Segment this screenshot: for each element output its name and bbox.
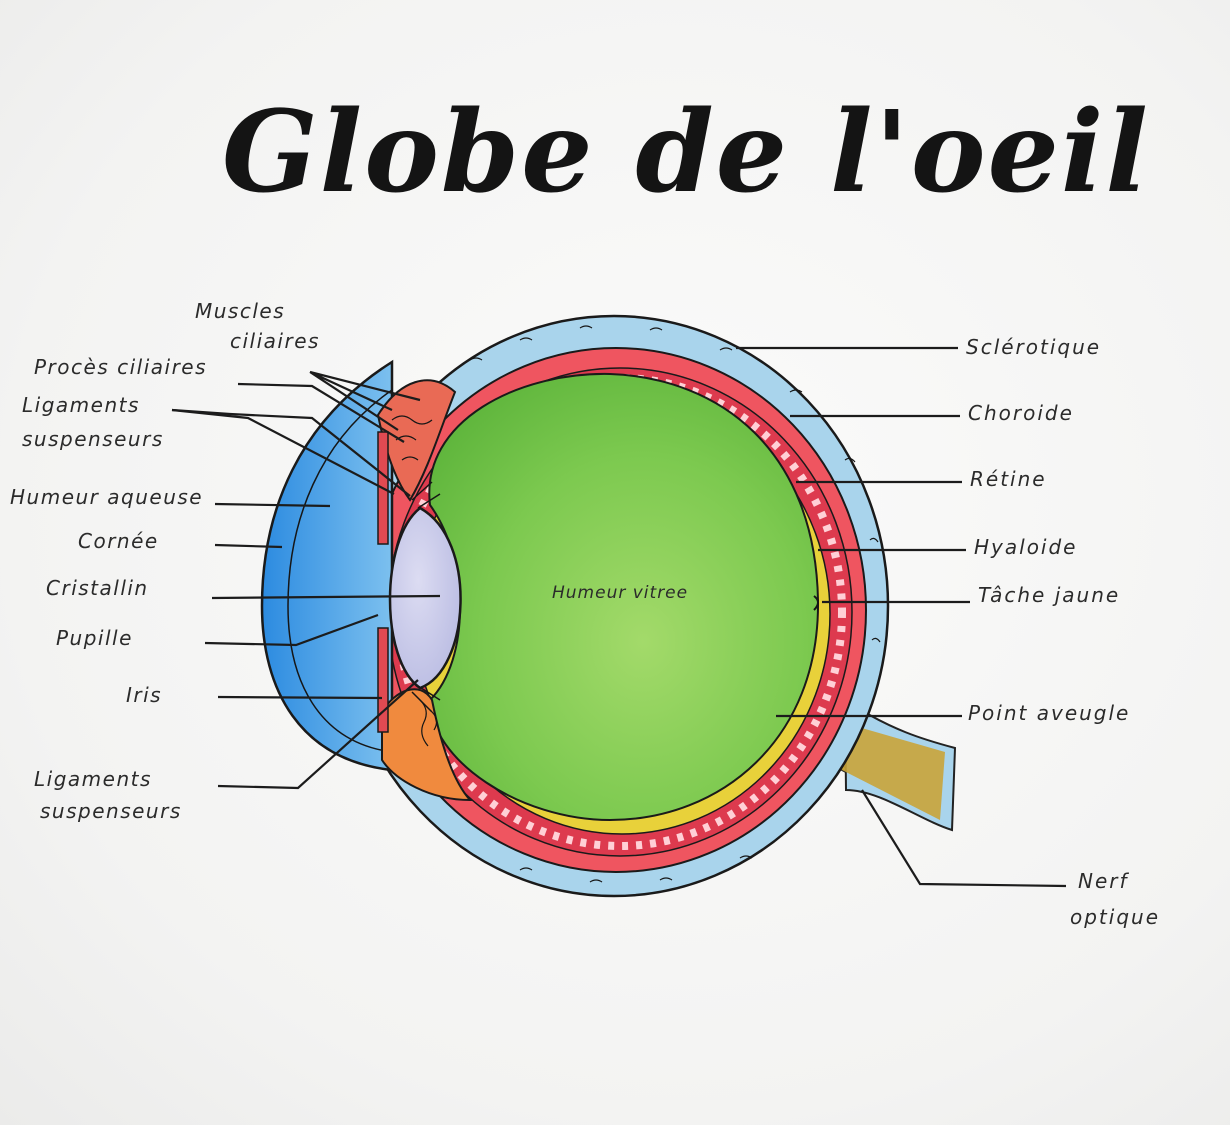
fovea [813, 595, 819, 611]
label-humeur-aqueuse: Humeur aqueuse [10, 485, 203, 509]
label-sclerotique: Sclérotique [966, 335, 1101, 359]
label-ligaments-haut-1: Ligaments [22, 393, 140, 417]
label-ligaments-haut-2: suspenseurs [22, 427, 164, 451]
label-tache-jaune: Tâche jaune [978, 583, 1120, 607]
label-proces-ciliaires: Procès ciliaires [34, 355, 207, 379]
label-muscles-ciliaires-2: ciliaires [230, 329, 320, 353]
label-retine: Rétine [970, 467, 1047, 491]
leader-lines-right [736, 346, 1067, 888]
label-ligaments-bas-1: Ligaments [34, 767, 152, 791]
label-humeur-vitree: Humeur vitree [552, 583, 688, 603]
label-point-aveugle: Point aveugle [968, 701, 1130, 725]
suspensory-ligaments [411, 481, 441, 713]
iris-bottom [377, 627, 389, 733]
label-pupille: Pupille [56, 626, 133, 650]
label-muscles-ciliaires-1: Muscles [195, 299, 285, 323]
label-cornee: Cornée [78, 529, 159, 553]
label-nerf-optique-1: Nerf [1078, 869, 1129, 893]
label-nerf-optique-2: optique [1070, 905, 1160, 929]
ciliary-body-bottom [381, 688, 473, 802]
ciliary-body-top [376, 379, 457, 502]
label-ligaments-bas-2: suspenseurs [40, 799, 182, 823]
label-hyaloide: Hyaloide [974, 535, 1077, 559]
label-iris: Iris [126, 683, 162, 707]
leader-lines-left [171, 370, 441, 790]
label-choroide: Choroide [968, 401, 1074, 425]
label-cristallin: Cristallin [46, 576, 149, 600]
